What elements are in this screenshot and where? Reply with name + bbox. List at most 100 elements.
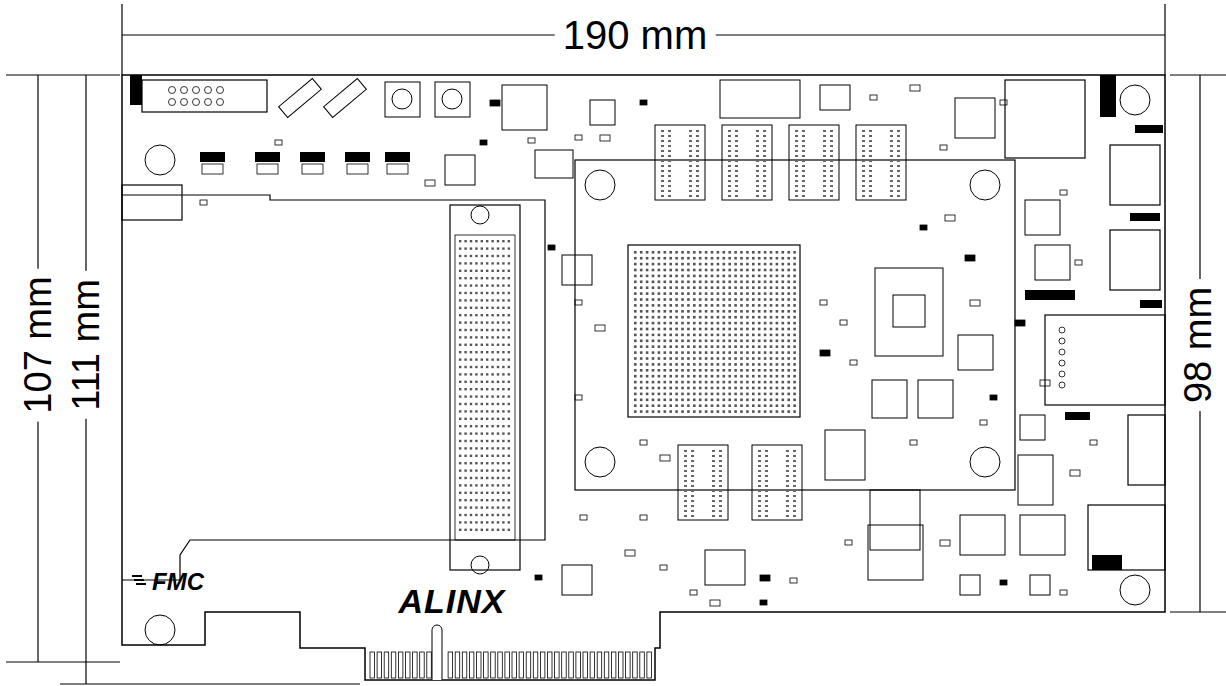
header-pin — [205, 87, 212, 94]
bga-ball — [705, 369, 708, 372]
fmc-pin — [475, 506, 477, 508]
fmc-pin — [508, 506, 510, 508]
fmc-pin — [486, 262, 488, 264]
bga-ball — [705, 345, 708, 348]
bga-ball — [734, 399, 737, 402]
fmc-pin — [475, 344, 477, 346]
ddr-ball — [869, 170, 872, 172]
fmc-pin — [491, 336, 493, 338]
bga-ball — [776, 363, 779, 366]
ddr-ball — [823, 145, 826, 147]
bga-ball — [752, 286, 755, 289]
ddr-ball — [763, 145, 766, 147]
fmc-pin — [486, 284, 488, 286]
ddr-ball — [890, 185, 893, 187]
crystal — [955, 98, 995, 138]
gold-finger — [484, 652, 489, 678]
ddr-ball — [661, 180, 664, 182]
bga-ball — [787, 387, 790, 390]
fmc-pin — [459, 447, 461, 449]
bga-ball — [664, 275, 667, 278]
bga-ball — [693, 404, 696, 407]
bga-ball — [634, 281, 637, 284]
bga-ball — [746, 257, 749, 260]
fmc-pin — [464, 447, 466, 449]
chip — [1030, 575, 1050, 595]
led — [385, 152, 410, 162]
led-pad — [257, 164, 278, 174]
chip — [958, 335, 993, 370]
bga-ball — [776, 263, 779, 266]
fmc-pin — [491, 492, 493, 494]
ddr-ball — [793, 465, 796, 467]
ddr-ball — [756, 145, 759, 147]
gold-finger — [533, 652, 538, 678]
bga-ball — [705, 298, 708, 301]
bga-ball — [652, 286, 655, 289]
fmc-pin — [459, 388, 461, 390]
ddr-ball — [661, 165, 664, 167]
fmc-pin — [491, 366, 493, 368]
bga-ball — [640, 304, 643, 307]
bga-ball — [699, 298, 702, 301]
bga-ball — [764, 393, 767, 396]
bga-ball — [652, 381, 655, 384]
bga-ball — [787, 292, 790, 295]
passive-component — [790, 578, 797, 583]
dimension-label: 98 mm — [1177, 279, 1219, 411]
bga-ball — [646, 310, 649, 313]
side-connector — [122, 185, 182, 220]
bga-ball — [658, 345, 661, 348]
bga-ball — [664, 369, 667, 372]
bga-ball — [740, 269, 743, 272]
bga-ball — [681, 286, 684, 289]
fmc-pin — [502, 292, 504, 294]
bga-ball — [711, 375, 714, 378]
ddr-ball — [869, 140, 872, 142]
bga-ball — [717, 286, 720, 289]
ddr-ball — [830, 140, 833, 142]
dimension-label: 111 mm — [65, 271, 107, 419]
bga-ball — [693, 316, 696, 319]
fmc-pin — [486, 321, 488, 323]
bga-ball — [652, 316, 655, 319]
fmc-pin — [464, 292, 466, 294]
ddr-ball — [765, 450, 768, 452]
bga-ball — [793, 263, 796, 266]
fmc-module-outline — [122, 195, 545, 580]
fmc-pin — [497, 381, 499, 383]
ddr-ball — [786, 515, 789, 517]
bga-ball — [770, 275, 773, 278]
gold-finger — [626, 652, 631, 678]
fmc-pin — [464, 492, 466, 494]
header-pin — [193, 99, 200, 106]
bga-ball — [776, 292, 779, 295]
fmc-pin — [464, 336, 466, 338]
bga-ball — [746, 375, 749, 378]
bga-ball — [634, 316, 637, 319]
ddr-ball — [830, 155, 833, 157]
bga-ball — [717, 410, 720, 413]
fmc-pin — [508, 440, 510, 442]
fmc-pin — [481, 403, 483, 405]
ddr-ball — [728, 155, 731, 157]
bga-ball — [764, 357, 767, 360]
bga-ball — [711, 322, 714, 325]
bga-ball — [693, 410, 696, 413]
bga-ball — [658, 410, 661, 413]
bga-ball — [728, 399, 731, 402]
bga-ball — [776, 251, 779, 254]
bga-ball — [793, 369, 796, 372]
fmc-pin — [459, 403, 461, 405]
ddr-ball — [728, 170, 731, 172]
fmc-pin — [481, 484, 483, 486]
ddr-ball — [890, 195, 893, 197]
bga-ball — [746, 410, 749, 413]
fmc-pin — [497, 514, 499, 516]
bga-ball — [723, 345, 726, 348]
fmc-pin — [502, 270, 504, 272]
fmc-pin — [475, 373, 477, 375]
bga-ball — [782, 257, 785, 260]
fmc-pin — [491, 484, 493, 486]
fmc-pin — [481, 499, 483, 501]
